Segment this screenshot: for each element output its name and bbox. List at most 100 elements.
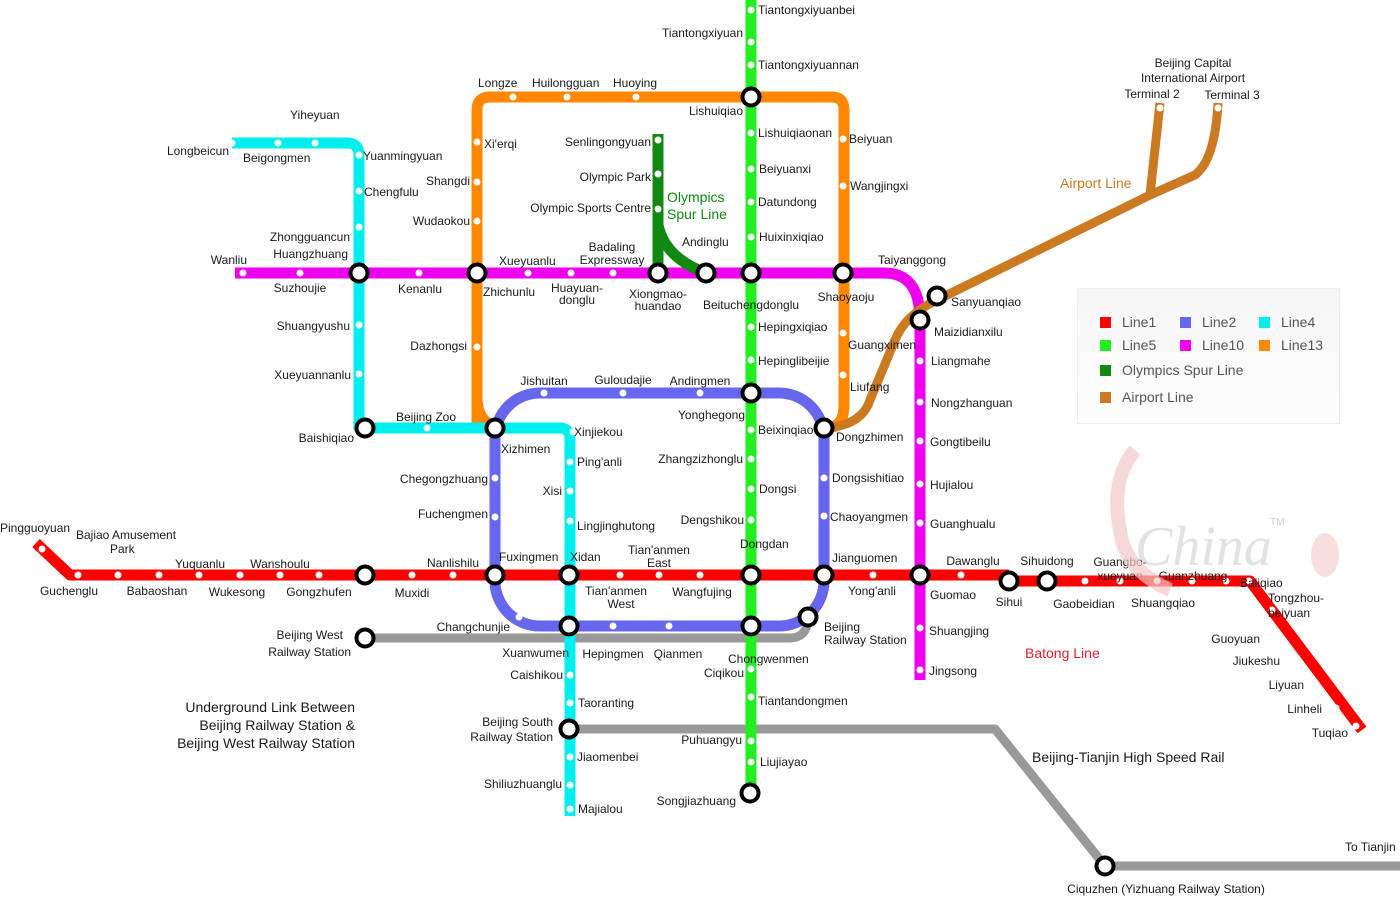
station-dot[interactable] bbox=[566, 753, 574, 761]
interchange-station-icon[interactable] bbox=[739, 782, 761, 804]
station-label-beituchengdonglu[interactable]: Beituchengdonglu bbox=[703, 298, 799, 312]
station-dot[interactable] bbox=[747, 426, 755, 434]
station-label-dongdan[interactable]: Dongdan bbox=[740, 537, 789, 551]
station-label-beigongmen[interactable]: Beigongmen bbox=[243, 151, 310, 165]
station-dot[interactable] bbox=[566, 671, 574, 679]
station-label-gaobeidian[interactable]: Gaobeidian bbox=[1053, 597, 1114, 611]
station-dot[interactable] bbox=[1245, 577, 1253, 585]
station-label-tiananmenwest2[interactable]: West bbox=[607, 597, 635, 611]
station-label-bjrs2[interactable]: Railway Station bbox=[824, 633, 907, 647]
interchange-station-icon[interactable] bbox=[740, 86, 762, 108]
station-dot[interactable] bbox=[654, 136, 662, 144]
station-label-fuchengmen[interactable]: Fuchengmen bbox=[418, 507, 488, 521]
station-label-xuanwumen[interactable]: Xuanwumen bbox=[502, 646, 569, 660]
station-dot[interactable] bbox=[355, 223, 363, 231]
station-label-datundong[interactable]: Datundong bbox=[758, 195, 817, 209]
station-label-nongzhanguan[interactable]: Nongzhanguan bbox=[931, 396, 1012, 410]
station-label-wangjingxi[interactable]: Wangjingxi bbox=[850, 179, 908, 193]
station-label-kenanlu[interactable]: Kenanlu bbox=[398, 282, 442, 296]
station-label-tuqiao[interactable]: Tuqiao bbox=[1312, 726, 1349, 740]
station-label-beiyuan[interactable]: Beiyuan bbox=[849, 132, 892, 146]
station-dot[interactable] bbox=[408, 571, 416, 579]
station-label-yonghegong[interactable]: Yonghegong bbox=[678, 408, 745, 422]
station-label-tiananmeneast2[interactable]: East bbox=[647, 556, 672, 570]
station-label-changchunjie[interactable]: Changchunjie bbox=[437, 620, 511, 634]
station-label-wukesong[interactable]: Wukesong bbox=[209, 585, 265, 599]
station-label-dawanglu[interactable]: Dawanglu bbox=[946, 554, 999, 568]
station-label-xisi[interactable]: Xisi bbox=[543, 484, 562, 498]
station-label-maizidianxilu[interactable]: Maizidianxilu bbox=[934, 325, 1003, 339]
station-dot[interactable] bbox=[449, 571, 457, 579]
station-dot[interactable] bbox=[114, 571, 122, 579]
station-label-wangfujing[interactable]: Wangfujing bbox=[672, 585, 732, 599]
station-label-shuangjing[interactable]: Shuangjing bbox=[929, 624, 989, 638]
station-dot[interactable] bbox=[839, 329, 847, 337]
station-dot[interactable] bbox=[916, 519, 924, 527]
station-label-qianmen[interactable]: Qianmen bbox=[654, 647, 703, 661]
station-dot[interactable] bbox=[563, 93, 571, 101]
station-label-guangbo1[interactable]: Guangbo- bbox=[1093, 555, 1146, 569]
station-label-shuangqiao[interactable]: Shuangqiao bbox=[1131, 596, 1195, 610]
station-dot[interactable] bbox=[696, 571, 704, 579]
interchange-station-icon[interactable] bbox=[740, 615, 762, 637]
station-label-hepingxiqiao[interactable]: Hepingxiqiao bbox=[758, 320, 828, 334]
station-dot[interactable] bbox=[1222, 577, 1230, 585]
station-label-tiananmeneast1[interactable]: Tian'anmen bbox=[628, 543, 690, 557]
station-dot[interactable] bbox=[820, 474, 828, 482]
station-label-zhongguancun[interactable]: Zhongguancun bbox=[270, 230, 350, 244]
station-label-taoranting[interactable]: Taoranting bbox=[578, 696, 634, 710]
station-dot[interactable] bbox=[619, 389, 627, 397]
station-dot[interactable] bbox=[239, 269, 247, 277]
station-dot[interactable] bbox=[569, 428, 577, 436]
station-label-guoyuan[interactable]: Guoyuan bbox=[1211, 632, 1260, 646]
interchange-station-icon[interactable] bbox=[354, 627, 376, 649]
station-label-babaoshan[interactable]: Babaoshan bbox=[127, 584, 188, 598]
station-label-liangmahe[interactable]: Liangmahe bbox=[931, 354, 991, 368]
station-dot[interactable] bbox=[1332, 704, 1340, 712]
station-label-nanlishilu[interactable]: Nanlishilu bbox=[427, 556, 479, 570]
station-label-dongsishitiao[interactable]: Dongsishitiao bbox=[832, 471, 904, 485]
station-label-bjsouth1[interactable]: Beijing South bbox=[482, 715, 553, 729]
station-dot[interactable] bbox=[515, 613, 523, 621]
station-label-xierqi[interactable]: Xi'erqi bbox=[484, 137, 517, 151]
station-label-yonganli[interactable]: Yong'anli bbox=[848, 584, 896, 598]
station-label-bjw1[interactable]: Beijing West bbox=[277, 628, 344, 642]
station-dot[interactable] bbox=[916, 480, 924, 488]
station-dot[interactable] bbox=[1290, 654, 1298, 662]
station-dot[interactable] bbox=[566, 487, 574, 495]
interchange-station-icon[interactable] bbox=[909, 309, 931, 331]
station-label-dongzhimen[interactable]: Dongzhimen bbox=[836, 430, 903, 444]
station-label-tiantandongmen[interactable]: Tiantandongmen bbox=[758, 694, 848, 708]
station-label-huangzhuang[interactable]: Huangzhuang bbox=[273, 247, 348, 261]
line13-path[interactable] bbox=[471, 91, 850, 434]
station-label-huixinxiqiao[interactable]: Huixinxiqiao bbox=[759, 230, 824, 244]
station-dot[interactable] bbox=[473, 343, 481, 351]
station-label-andinglu[interactable]: Andinglu bbox=[682, 235, 729, 249]
interchange-station-icon[interactable] bbox=[695, 262, 717, 284]
station-label-yuanmingyuan[interactable]: Yuanmingyuan bbox=[363, 149, 442, 163]
station-label-guangximen[interactable]: Guangximen bbox=[848, 338, 916, 352]
interchange-station-icon[interactable] bbox=[647, 262, 669, 284]
interchange-station-icon[interactable] bbox=[354, 564, 376, 586]
station-dot[interactable] bbox=[491, 513, 499, 521]
station-dot[interactable] bbox=[747, 516, 755, 524]
station-label-jiukeshu[interactable]: Jiukeshu bbox=[1233, 654, 1280, 668]
station-dot[interactable] bbox=[355, 370, 363, 378]
station-dot[interactable] bbox=[632, 93, 640, 101]
station-dot[interactable] bbox=[236, 571, 244, 579]
station-dot[interactable] bbox=[609, 269, 617, 277]
station-label-xiongmao1[interactable]: Xiongmao- bbox=[629, 287, 687, 301]
station-label-xinjiekou[interactable]: Xinjiekou bbox=[574, 425, 623, 439]
station-dot[interactable] bbox=[916, 624, 924, 632]
station-label-puhuangyu[interactable]: Puhuangyu bbox=[681, 733, 742, 747]
station-label-tiantongxiyuan[interactable]: Tiantongxiyuan bbox=[662, 26, 743, 40]
line2-path[interactable] bbox=[489, 387, 830, 632]
station-dot[interactable] bbox=[274, 139, 282, 147]
station-dot[interactable] bbox=[916, 666, 924, 674]
station-dot[interactable] bbox=[566, 805, 574, 813]
station-label-baliqiao[interactable]: Baliqiao bbox=[1240, 576, 1283, 590]
station-dot[interactable] bbox=[655, 571, 663, 579]
station-dot[interactable] bbox=[296, 269, 304, 277]
station-label-caishikou[interactable]: Caishikou bbox=[510, 668, 563, 682]
station-label-lishuiqiaonan[interactable]: Lishuiqiaonan bbox=[758, 126, 832, 140]
